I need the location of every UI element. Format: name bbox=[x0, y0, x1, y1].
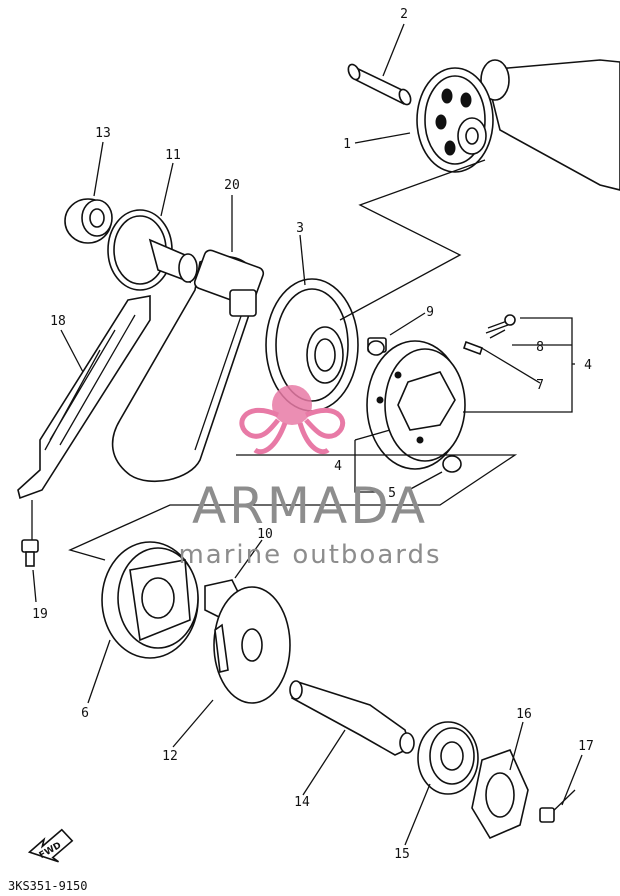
label-20: 20 bbox=[224, 178, 240, 193]
label-4-left: 4 bbox=[334, 459, 342, 474]
part-12-gear-shaft bbox=[107, 209, 198, 291]
label-2: 2 bbox=[400, 7, 408, 22]
label-5: 5 bbox=[388, 486, 396, 501]
part-8-clutch-outer bbox=[101, 541, 199, 659]
part-15-bearing bbox=[417, 721, 479, 795]
label-19: 19 bbox=[32, 607, 48, 622]
label-1: 1 bbox=[343, 137, 351, 152]
part-16-plate bbox=[471, 748, 529, 840]
label-12: 11 bbox=[165, 148, 181, 163]
watermark-brand: ARMADA bbox=[192, 477, 428, 535]
label-15: 15 bbox=[394, 847, 410, 862]
part-9-pin bbox=[367, 337, 387, 356]
label-13: 14 bbox=[294, 795, 310, 810]
part-labels: 2 1 13 11 20 3 9 8 4 7 18 4 5 10 19 6 12… bbox=[32, 7, 594, 862]
label-6: 7 bbox=[536, 378, 544, 393]
part-6-plunger bbox=[462, 340, 484, 356]
part-7-spring bbox=[485, 314, 516, 339]
part-20-chain bbox=[111, 249, 265, 483]
label-11: 12 bbox=[162, 749, 178, 764]
starter-clutch-housing bbox=[366, 340, 466, 470]
reference-lines bbox=[68, 159, 575, 561]
part-18-chain-guide bbox=[17, 295, 151, 500]
label-17: 17 bbox=[578, 739, 594, 754]
label-14: 13 bbox=[95, 126, 111, 141]
label-8: 6 bbox=[81, 706, 89, 721]
label-18: 18 bbox=[50, 314, 66, 329]
watermark-tagline: marine outboards bbox=[178, 540, 441, 570]
label-9: 9 bbox=[426, 305, 434, 320]
fwd-arrow-icon: FWD bbox=[27, 828, 74, 863]
label-16: 16 bbox=[516, 707, 532, 722]
part-5-roller bbox=[442, 455, 462, 473]
part-11-sheave bbox=[213, 586, 291, 704]
label-10: 10 bbox=[257, 527, 273, 542]
part-14-bearing bbox=[64, 198, 113, 244]
diagram-code: 3KS351-9150 bbox=[8, 879, 87, 893]
part-2-pin bbox=[347, 63, 412, 106]
label-4-right: 4 bbox=[584, 358, 592, 373]
label-3: 3 bbox=[296, 221, 304, 236]
part-13-shaft bbox=[289, 680, 415, 756]
part-17-bolt bbox=[539, 789, 576, 823]
part-1-gear bbox=[416, 59, 620, 191]
label-7: 8 bbox=[536, 340, 544, 355]
part-19-bolt bbox=[21, 539, 39, 567]
armada-logo-icon bbox=[239, 385, 346, 455]
leader-lines bbox=[31, 23, 583, 846]
